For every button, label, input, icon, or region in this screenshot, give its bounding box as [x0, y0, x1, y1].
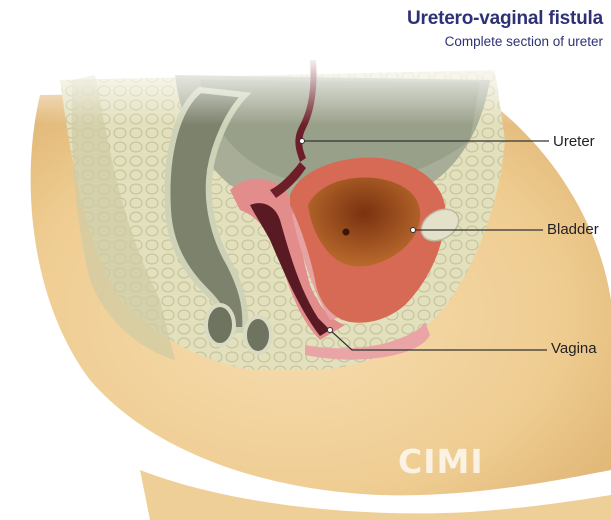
bladder-label: Bladder	[547, 221, 599, 238]
diagram-title: Uretero-vaginal fistula	[407, 8, 603, 30]
bladder-pointer	[411, 228, 416, 233]
cimi-watermark: CIMI	[398, 442, 484, 481]
ureter-pointer	[300, 139, 305, 144]
ureter-label: Ureter	[553, 133, 595, 150]
ureteric-orifice	[343, 229, 350, 236]
diagram-subtitle: Complete section of ureter	[445, 34, 603, 49]
vagina-pointer	[328, 328, 333, 333]
vagina-label: Vagina	[551, 340, 597, 357]
bowel-loop-left	[206, 305, 234, 345]
top-fade	[0, 55, 611, 125]
bowel-loop-right	[245, 317, 271, 353]
